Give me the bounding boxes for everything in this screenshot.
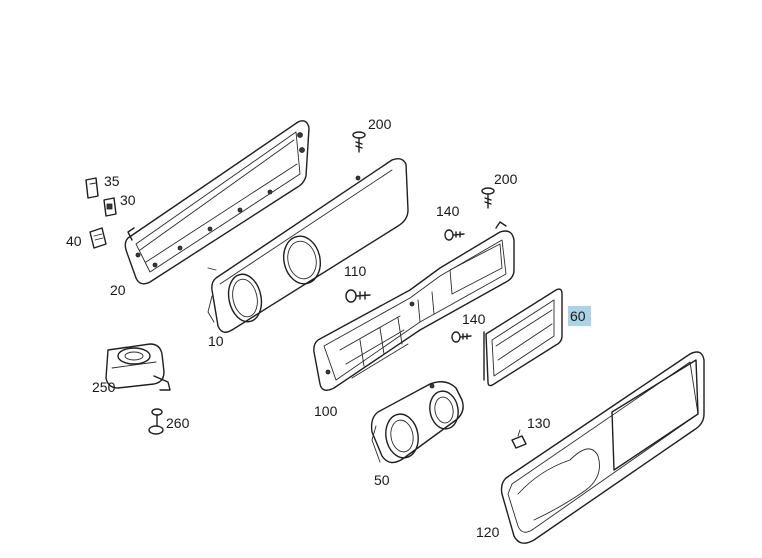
part-140-screw-b	[451, 331, 472, 343]
label-100: 100	[314, 403, 338, 419]
part-35-clip	[85, 177, 99, 199]
part-30-clip	[103, 197, 117, 217]
part-50-gauge	[370, 381, 464, 464]
part-10-cover	[207, 157, 409, 333]
label-40: 40	[66, 233, 82, 249]
label-260: 260	[166, 415, 190, 431]
label-35: 35	[104, 173, 120, 189]
label-120: 120	[476, 524, 500, 540]
part-100-housing	[313, 221, 515, 391]
part-20-frame	[124, 120, 310, 285]
label-200-b: 200	[494, 171, 518, 187]
label-140-a: 140	[436, 203, 460, 219]
part-110-screw	[345, 289, 371, 303]
label-50: 50	[374, 472, 390, 488]
part-250-actuator	[105, 343, 171, 391]
part-200-screw-a	[352, 131, 366, 153]
label-200-a: 200	[368, 116, 392, 132]
part-40-connector	[89, 227, 107, 249]
part-130-clip	[511, 429, 527, 449]
part-200-screw-b	[481, 187, 495, 209]
part-120-bezel	[500, 351, 705, 544]
label-30: 30	[120, 192, 136, 208]
label-60-highlight	[568, 306, 591, 326]
part-140-screw-a	[444, 229, 465, 241]
label-10: 10	[208, 333, 224, 349]
label-130: 130	[527, 415, 551, 431]
part-260-pin	[148, 408, 164, 435]
label-60: 60	[570, 308, 586, 324]
part-60-display	[483, 288, 563, 387]
label-140-b: 140	[462, 311, 486, 327]
label-250: 250	[92, 379, 116, 395]
label-110: 110	[344, 263, 367, 279]
label-20: 20	[110, 282, 126, 298]
